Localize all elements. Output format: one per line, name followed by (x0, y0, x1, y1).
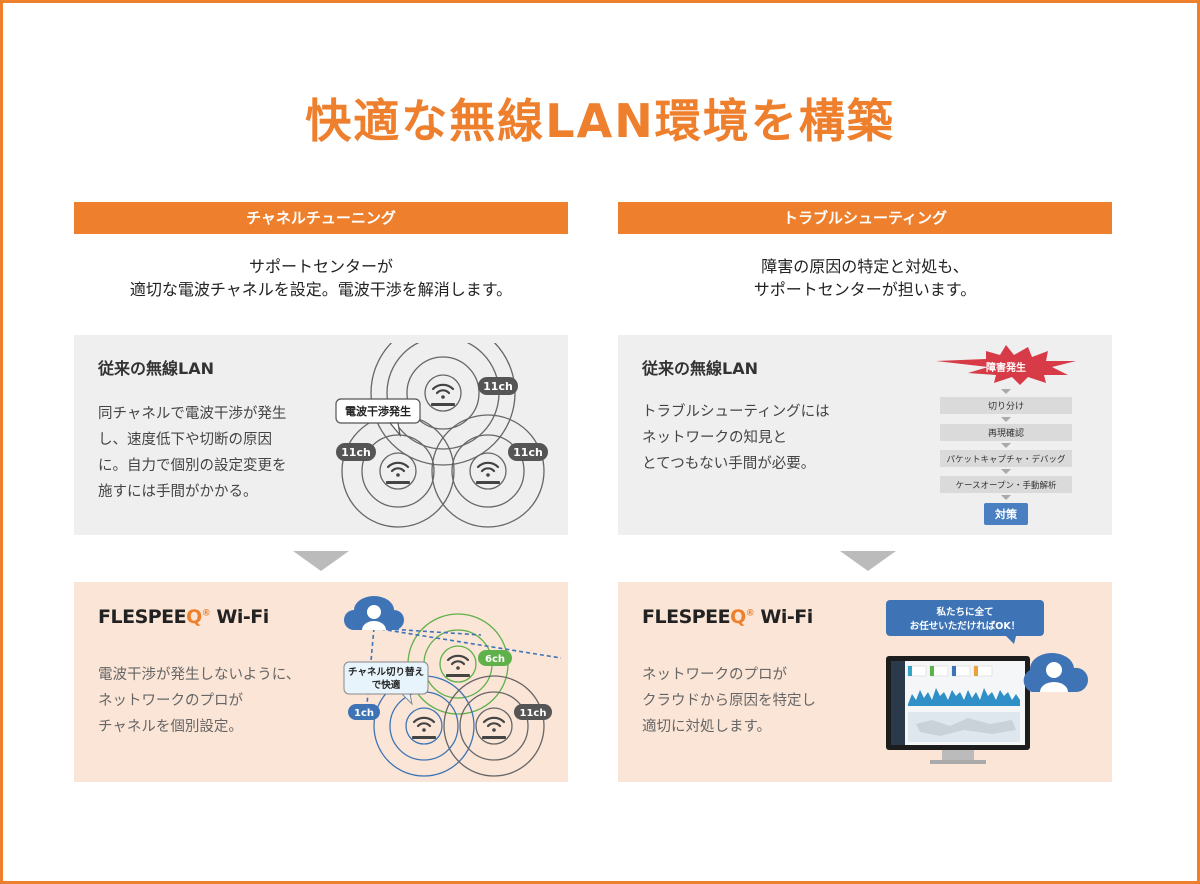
flow-step: 切り分け (940, 397, 1072, 414)
svg-text:チャネル切り替え: チャネル切り替え (348, 666, 424, 678)
access-point-icon (386, 383, 500, 473)
channel-badge: 11ch (336, 443, 376, 461)
svg-text:11ch: 11ch (513, 446, 543, 459)
page-title: 快適な無線LAN環境を構築 (305, 94, 895, 148)
interference-diagram: 11ch 11ch 11ch 電波干渉発生 (335, 343, 548, 528)
failure-burst: 障害発生 (936, 345, 1076, 385)
down-arrow (840, 551, 896, 571)
svg-text:6ch: 6ch (485, 654, 505, 665)
flespeeq-box: FLESPEEQ® Wi-Fi 電波干渉が発生しないように、 ネットワークのプロ… (74, 582, 568, 782)
troubleshooting-column: トラブルシューティング 障害の原因の特定と対処も、 サポートセンターが担います。… (618, 3, 1112, 881)
section-header-troubleshooting: トラブルシューティング (618, 202, 1112, 234)
flespeeq-troubleshooting-box: FLESPEEQ® Wi-Fi ネットワークのプロが クラウドから原因を特定し … (618, 582, 1112, 782)
flow-step: 再現確認 (940, 424, 1072, 441)
support-bubble: 私たちに全て お任せいただければOK！ (886, 600, 1044, 644)
legacy-description: トラブルシューティングには ネットワークの知見と とてつもない手間が必要。 (642, 404, 830, 472)
svg-text:11ch: 11ch (483, 380, 513, 393)
section-desc-troubleshooting: 障害の原因の特定と対処も、 サポートセンターが担います。 (753, 257, 977, 299)
channel-switch-diagram: 6ch 1ch 11ch チャネル切り替え で快適 (343, 596, 562, 777)
troubleshooting-flow: 障害発生 切り分け 再現確認 (936, 345, 1076, 525)
support-operator-icon (1023, 652, 1089, 692)
flespeeq-logo: FLESPEEQ® Wi-Fi (642, 606, 813, 628)
section-desc-channel-tuning: サポートセンターが 適切な電波チャネルを設定。電波干渉を解消します。 (129, 257, 513, 299)
svg-text:電波干渉発生: 電波干渉発生 (345, 404, 411, 418)
flow-step: パケットキャプチャ・デバッグ (940, 450, 1072, 467)
channel-switch-bubble: チャネル切り替え で快適 (343, 661, 429, 706)
legacy-wlan-box: 従来の無線LAN 同チャネルで電波干渉が発生 し、速度低下や切断の原因 に。自力… (74, 335, 568, 535)
svg-text:11ch: 11ch (520, 708, 547, 719)
svg-text:障害発生: 障害発生 (986, 361, 1026, 374)
interference-bubble: 電波干渉発生 (335, 398, 421, 438)
svg-text:1ch: 1ch (354, 708, 374, 719)
svg-text:私たちに全て: 私たちに全て (935, 606, 993, 618)
final-step: 対策 (984, 503, 1028, 525)
support-operator-icon (344, 596, 404, 630)
flespeeq-description: ネットワークのプロが クラウドから原因を特定し 適切に対処します。 (642, 667, 816, 735)
monitor-icon (886, 656, 1030, 764)
section-header-channel-tuning: チャネルチューニング (74, 202, 568, 234)
svg-text:で快適: で快適 (372, 679, 401, 691)
legacy-description: 同チャネルで電波干渉が発生 し、速度低下や切断の原因 に。自力で個別の設定変更を… (98, 406, 287, 500)
channel-badge: 1ch (348, 704, 380, 720)
svg-text:再現確認: 再現確認 (988, 427, 1024, 439)
channel-badge: 6ch (478, 650, 512, 666)
svg-text:パケットキャプチャ・デバッグ: パケットキャプチャ・デバッグ (947, 454, 1066, 465)
legacy-label: 従来の無線LAN (98, 359, 214, 378)
flow-step: ケースオープン・手動解析 (940, 476, 1072, 493)
cloud-support-illustration: 私たちに全て お任せいただければOK！ (886, 600, 1089, 764)
channel-badge: 11ch (478, 377, 518, 395)
down-arrow (293, 551, 349, 571)
channel-tuning-column: チャネルチューニング サポートセンターが 適切な電波チャネルを設定。電波干渉を解… (74, 3, 568, 881)
flespeeq-description: 電波干渉が発生しないように、 ネットワークのプロが チャネルを個別設定。 (98, 667, 301, 735)
channel-badge: 11ch (514, 704, 552, 720)
svg-text:お任せいただければOK！: お任せいただければOK！ (910, 620, 1020, 632)
flespeeq-logo: FLESPEEQ® Wi-Fi (98, 606, 269, 628)
svg-text:ケースオープン・手動解析: ケースオープン・手動解析 (955, 480, 1057, 491)
svg-text:11ch: 11ch (341, 446, 371, 459)
channel-badge: 11ch (508, 443, 548, 461)
legacy-label: 従来の無線LAN (642, 359, 758, 378)
svg-text:切り分け: 切り分け (988, 401, 1024, 412)
access-point-icon (412, 654, 506, 728)
svg-text:対策: 対策 (994, 507, 1018, 521)
legacy-troubleshooting-box: 従来の無線LAN トラブルシューティングには ネットワークの知見と とてつもない… (618, 335, 1112, 535)
